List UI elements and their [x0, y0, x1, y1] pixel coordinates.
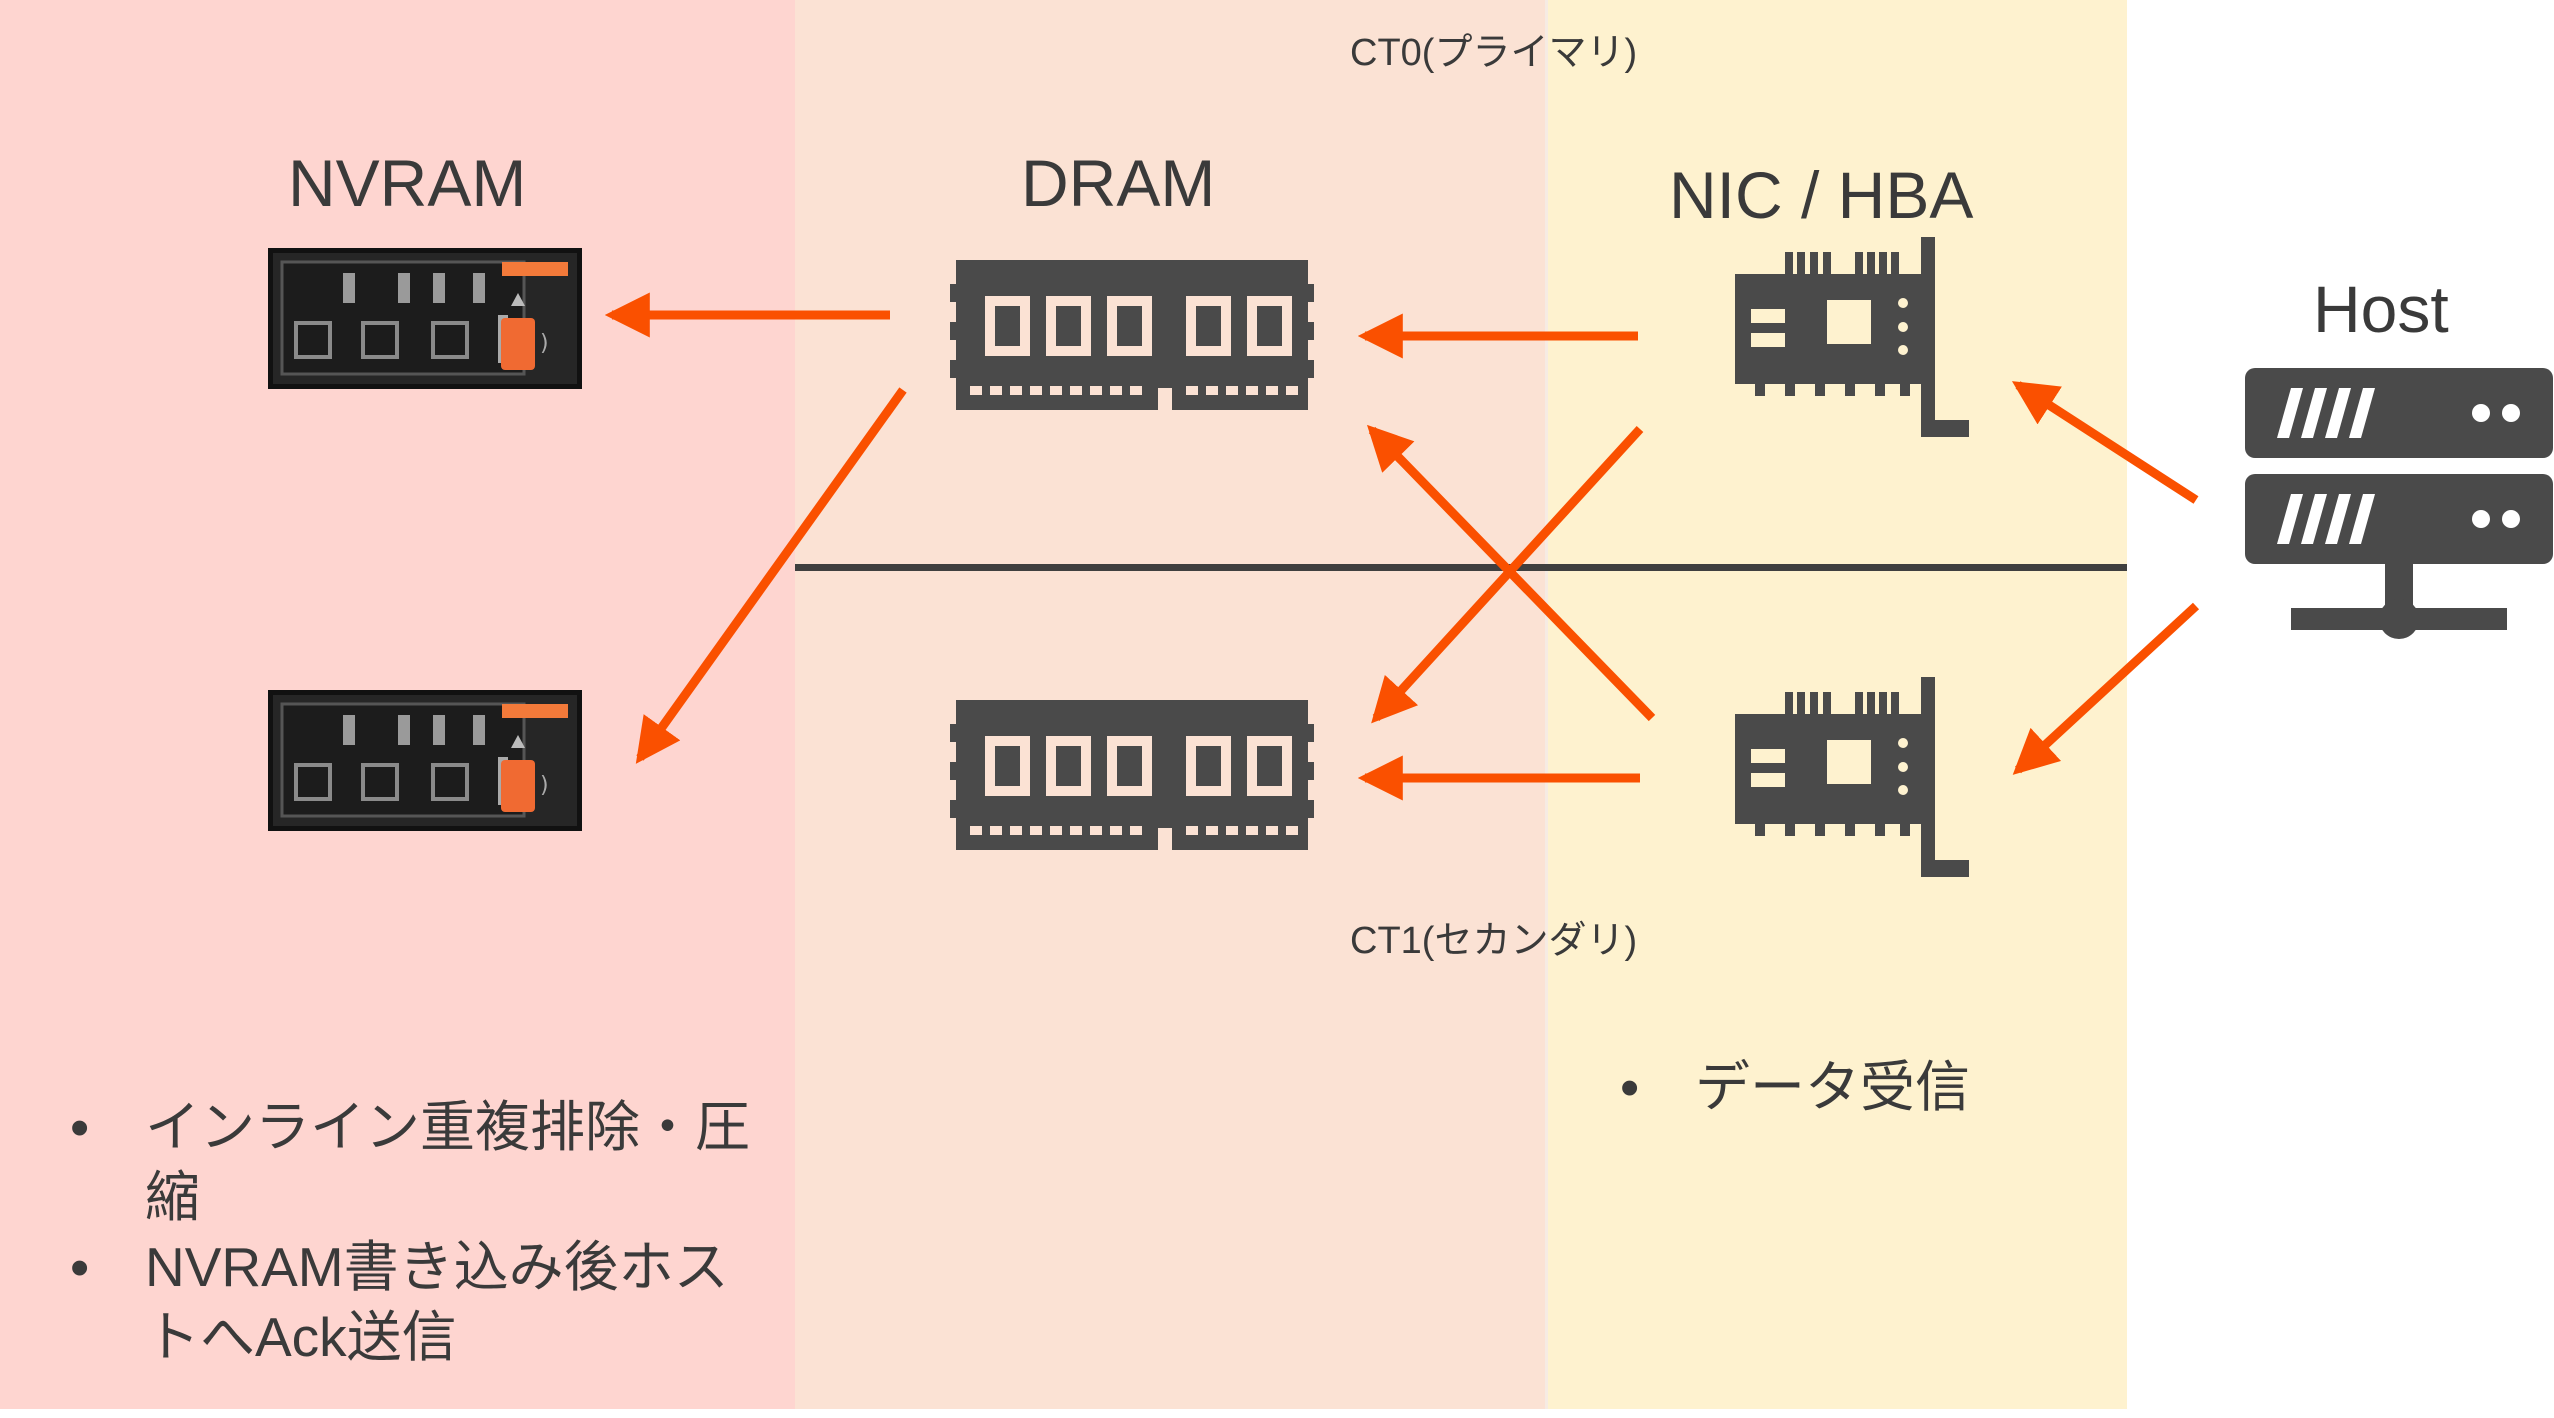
- server-icon: [2245, 368, 2553, 644]
- arrow-dram-ct0-to-nvram-ct1: [635, 387, 907, 764]
- zone-divider: [1545, 0, 1548, 1409]
- nvram-title: NVRAM: [288, 146, 527, 220]
- nic-hba-title: NIC / HBA: [1669, 158, 1974, 232]
- arrow-host-to-nic-ct1: [2012, 602, 2200, 775]
- nvram-module-icon: ): [268, 690, 582, 831]
- nvram-note-item: NVRAM書き込み後ホストへAck送信: [70, 1232, 770, 1372]
- arrow-nic-ct1-to-dram-ct0: [1366, 424, 1656, 722]
- nic-notes-list: データ受信: [1620, 1052, 2100, 1122]
- nic-card-icon: [1735, 677, 1985, 877]
- nvram-notes-list: インライン重複排除・圧縮 NVRAM書き込み後ホストへAck送信: [70, 1092, 770, 1372]
- ct0-label: CT0(プライマリ): [1350, 32, 1638, 74]
- dram-module-icon: [950, 260, 1314, 410]
- nic-note-item: データ受信: [1620, 1052, 2100, 1122]
- svg-text:): ): [540, 331, 549, 356]
- host-title: Host: [2313, 272, 2449, 346]
- dram-module-icon: [950, 700, 1314, 850]
- nic-card-icon: [1735, 237, 1985, 437]
- ct1-label: CT1(セカンダリ): [1350, 920, 1638, 962]
- controller-separator-line: [795, 564, 2127, 571]
- nvram-note-item: インライン重複排除・圧縮: [70, 1092, 770, 1232]
- dram-title: DRAM: [1021, 146, 1216, 220]
- svg-text:): ): [540, 773, 549, 798]
- nvram-module-icon: ): [268, 248, 582, 389]
- arrow-host-to-nic-ct0: [2011, 381, 2199, 504]
